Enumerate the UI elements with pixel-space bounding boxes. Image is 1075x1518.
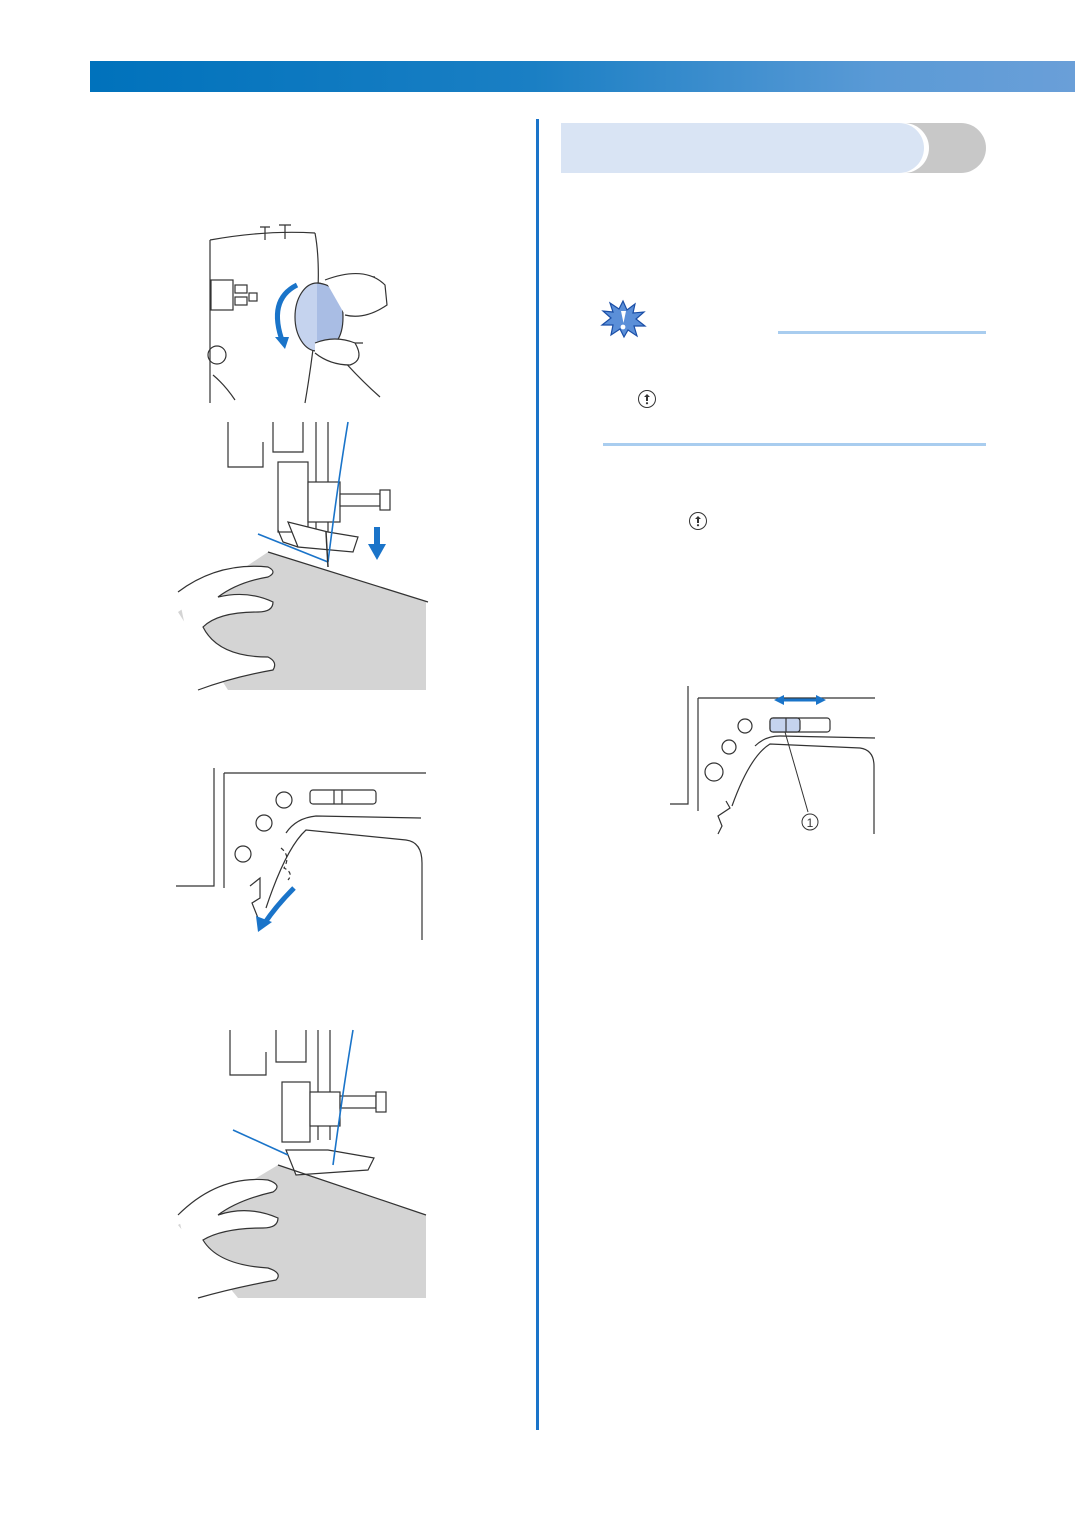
handwheel-turn-illustration [207,224,388,404]
note-burst-icon [600,299,647,339]
speed-control-slider-illustration: 1 [670,686,876,835]
section-heading-bar [561,123,986,173]
needle-position-button-icon [638,390,656,408]
needle-position-button-icon [689,512,707,530]
fabric-under-presser-foot-illustration [177,1029,427,1299]
header-band [90,61,1075,92]
note-rule-bottom [603,443,986,446]
note-rule-top [778,331,986,334]
presser-foot-lever-lowered-illustration [176,768,426,940]
column-divider [536,119,539,1430]
needle-lowered-into-fabric-illustration [177,421,429,691]
svg-text:1: 1 [807,816,814,830]
